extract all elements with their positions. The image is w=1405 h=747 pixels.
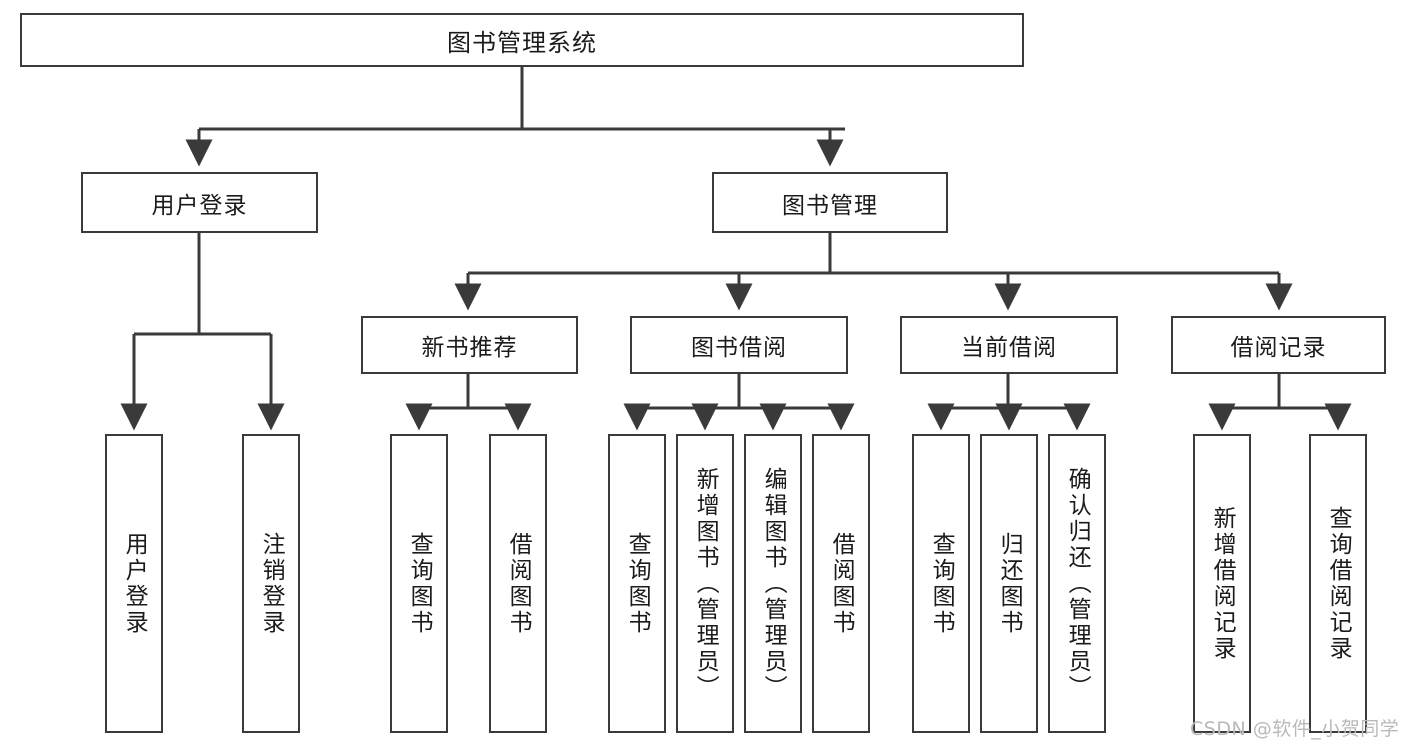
leaf-book-borrow-borrow[interactable]: 借阅图书	[812, 434, 870, 733]
node-label: 确认归还（管理员）	[1064, 466, 1091, 701]
node-label: 编辑图书（管理员）	[760, 466, 787, 701]
node-user-login[interactable]: 用户登录	[81, 172, 318, 233]
node-label: 查询图书	[406, 531, 433, 636]
leaf-borrow-record-add[interactable]: 新增借阅记录	[1193, 434, 1251, 733]
csdn-watermark: CSDN @软件_小贺同学	[1190, 718, 1400, 740]
node-label: 图书管理系统	[447, 28, 597, 57]
leaf-book-borrow-edit[interactable]: 编辑图书（管理员）	[744, 434, 802, 733]
node-label: 归还图书	[996, 531, 1023, 636]
node-label: 当前借阅	[961, 335, 1057, 361]
node-label: 新增图书（管理员）	[692, 466, 719, 701]
leaf-user-login-logout[interactable]: 注销登录	[242, 434, 300, 733]
node-root-book-management-system[interactable]: 图书管理系统	[20, 13, 1024, 67]
node-label: 注销登录	[258, 531, 285, 636]
node-label: 图书借阅	[691, 335, 787, 361]
leaf-user-login-login[interactable]: 用户登录	[105, 434, 163, 733]
leaf-borrow-record-query[interactable]: 查询借阅记录	[1309, 434, 1367, 733]
node-new-book-recommend[interactable]: 新书推荐	[361, 316, 578, 374]
leaf-book-borrow-query[interactable]: 查询图书	[608, 434, 666, 733]
node-label: 查询借阅记录	[1325, 505, 1352, 662]
node-label: 查询图书	[928, 531, 955, 636]
node-label: 借阅图书	[828, 531, 855, 636]
leaf-new-book-borrow[interactable]: 借阅图书	[489, 434, 547, 733]
node-book-management[interactable]: 图书管理	[712, 172, 948, 233]
node-label: 借阅记录	[1230, 335, 1327, 361]
leaf-current-borrow-return[interactable]: 归还图书	[980, 434, 1038, 733]
node-book-borrow[interactable]: 图书借阅	[630, 316, 848, 374]
node-label: 新增借阅记录	[1209, 505, 1236, 662]
leaf-book-borrow-add[interactable]: 新增图书（管理员）	[676, 434, 734, 733]
leaf-current-borrow-confirm-return[interactable]: 确认归还（管理员）	[1048, 434, 1106, 733]
node-label: 查询图书	[624, 531, 651, 636]
node-borrow-record[interactable]: 借阅记录	[1171, 316, 1386, 374]
node-label: 图书管理	[782, 192, 878, 219]
node-label: 借阅图书	[505, 531, 532, 636]
node-label: 用户登录	[151, 192, 248, 219]
leaf-current-borrow-query[interactable]: 查询图书	[912, 434, 970, 733]
node-label: 新书推荐	[421, 335, 518, 361]
leaf-new-book-query[interactable]: 查询图书	[390, 434, 448, 733]
node-label: 用户登录	[121, 531, 148, 636]
node-current-borrow[interactable]: 当前借阅	[900, 316, 1118, 374]
